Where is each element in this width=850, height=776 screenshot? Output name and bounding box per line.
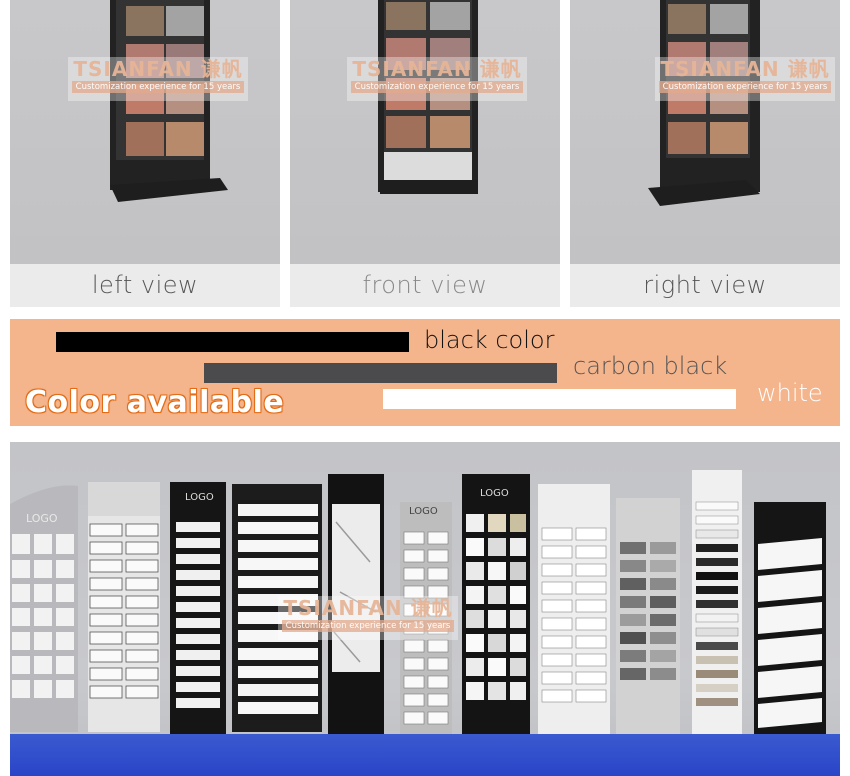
watermark-tagline: Customization experience for 15 years — [282, 620, 454, 632]
right-view-caption: right view — [570, 264, 840, 307]
label-white: white — [757, 379, 823, 407]
logo-label: LOGO — [26, 512, 58, 525]
watermark-tagline: Customization experience for 15 years — [659, 81, 831, 93]
color-options-panel: black color carbon black white Color ava… — [10, 319, 840, 426]
swatch-white — [383, 389, 736, 409]
watermark-tagline: Customization experience for 15 years — [72, 81, 244, 93]
watermark: TSIANFAN 谦帆 Customization experience for… — [278, 596, 458, 640]
right-view-photo: TSIANFAN 谦帆 Customization experience for… — [570, 0, 840, 264]
rack-right-view — [648, 0, 760, 206]
front-view-card: TSIANFAN 谦帆 Customization experience for… — [290, 0, 560, 307]
rack-front-view — [378, 0, 478, 194]
color-available-title: Color available — [25, 385, 285, 420]
swatch-carbon-black — [204, 363, 557, 383]
logo-label: LOGO — [409, 506, 438, 517]
watermark: TSIANFAN 谦帆 Customization experience for… — [68, 57, 248, 101]
watermark: TSIANFAN 谦帆 Customization experience for… — [347, 57, 527, 101]
label-black-color: black color — [424, 326, 555, 354]
logo-label: LOGO — [480, 488, 509, 499]
watermark-brand: TSIANFAN 谦帆 — [283, 596, 453, 620]
label-carbon-black: carbon black — [573, 352, 728, 380]
right-view-card: TSIANFAN 谦帆 Customization experience for… — [570, 0, 840, 307]
logo-label: LOGO — [185, 492, 214, 503]
showroom-photo: LOGO LOGO LOGO LOGO TSIANFAN 谦帆 Customiz… — [10, 442, 840, 776]
left-view-card: TSIANFAN 谦帆 Customization experience for… — [10, 0, 280, 307]
watermark-tagline: Customization experience for 15 years — [351, 81, 523, 93]
floor — [10, 734, 840, 776]
front-view-photo: TSIANFAN 谦帆 Customization experience for… — [290, 0, 560, 264]
watermark: TSIANFAN 谦帆 Customization experience for… — [655, 57, 835, 101]
front-view-caption: front view — [290, 264, 560, 307]
left-view-photo: TSIANFAN 谦帆 Customization experience for… — [10, 0, 280, 264]
watermark-brand: TSIANFAN 谦帆 — [660, 57, 830, 81]
watermark-brand: TSIANFAN 谦帆 — [352, 57, 522, 81]
left-view-caption: left view — [10, 264, 280, 307]
rack-left-view — [110, 0, 228, 202]
showroom-stands — [10, 470, 826, 748]
watermark-brand: TSIANFAN 谦帆 — [73, 57, 243, 81]
swatch-black — [56, 332, 409, 352]
